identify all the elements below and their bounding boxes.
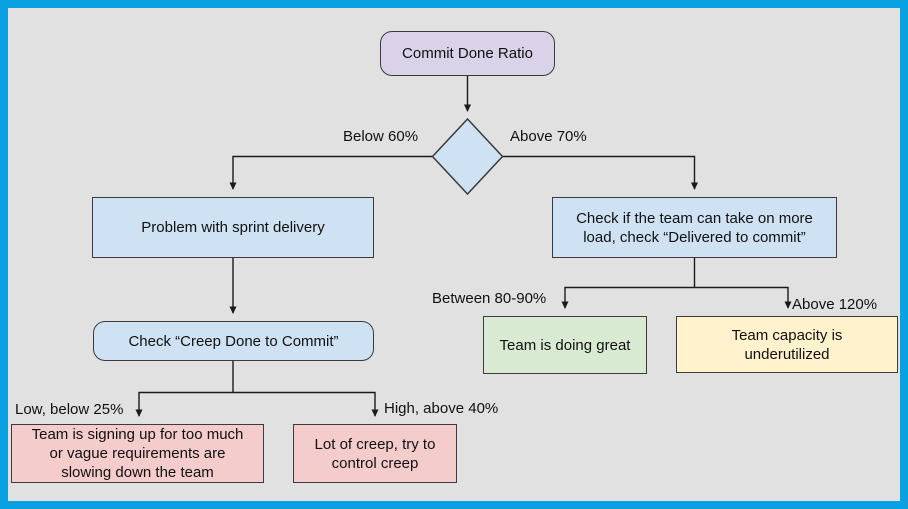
edge-split-to-doing-great (561, 286, 695, 309)
node-check-creep-done-to-commit: Check “Creep Done to Commit” (93, 321, 374, 361)
node-team-doing-great: Team is doing great (483, 316, 647, 374)
decision-diamond (431, 117, 504, 196)
edge-label-above-70: Above 70% (510, 128, 587, 145)
edge-label-between-80-90: Between 80-90% (432, 290, 547, 307)
edge-split-to-signing-up (135, 391, 233, 417)
edge-label-low-below-25: Low, below 25% (15, 401, 124, 418)
node-problem-with-sprint-delivery: Problem with sprint delivery (92, 197, 374, 258)
edge-label-high-above-40: High, above 40% (384, 400, 499, 417)
node-check-team-can-take-more-load: Check if the team can take on more load,… (552, 197, 837, 258)
node-commit-done-ratio: Commit Done Ratio (380, 31, 555, 76)
edge-decision-to-check-load (502, 155, 698, 190)
edge-split-to-underutilized (694, 286, 792, 309)
edge-split-to-lot-of-creep (233, 391, 379, 417)
edge-label-below-60: Below 60% (343, 128, 419, 145)
edge-label-above-120: Above 120% (792, 296, 878, 313)
node-team-signing-up-too-much: Team is signing up for too much or vague… (11, 424, 264, 483)
node-team-capacity-underutilized: Team capacity is underutilized (676, 316, 898, 373)
node-lot-of-creep: Lot of creep, try to control creep (293, 424, 457, 483)
edge-decision-to-problem (229, 155, 433, 190)
